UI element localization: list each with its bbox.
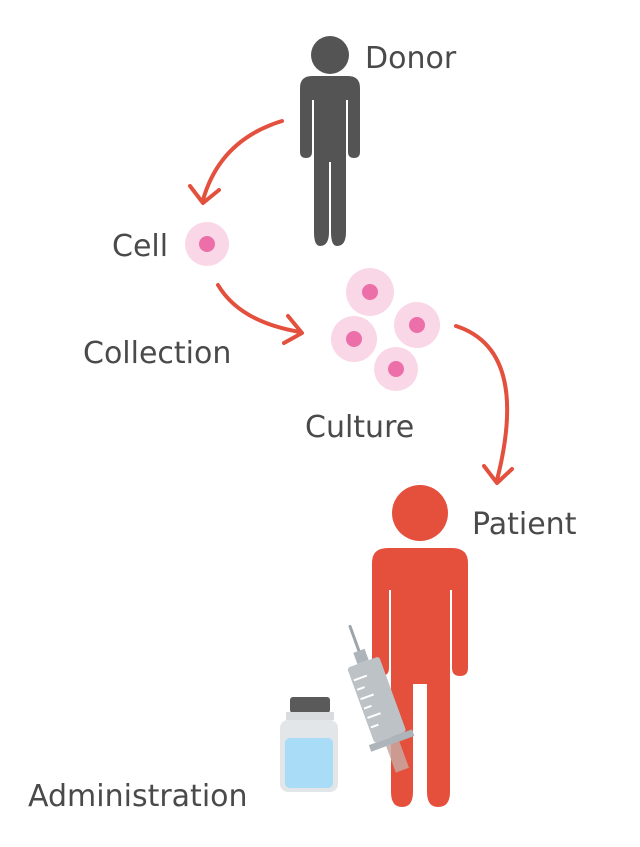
syringe-icon <box>347 624 415 773</box>
vial-icon <box>280 697 338 792</box>
donor-figure <box>300 36 360 246</box>
patient-figure <box>372 485 468 807</box>
culture-cells <box>331 268 440 391</box>
cell-icon <box>331 316 377 362</box>
donor-label: Donor <box>365 41 457 76</box>
arrow-icon <box>188 119 284 205</box>
cell-icon <box>346 268 394 316</box>
cell-label: Cell <box>112 229 168 264</box>
patient-label: Patient <box>472 507 577 542</box>
cell-icon <box>374 347 418 391</box>
cell-icon <box>185 222 229 266</box>
collection-label: Collection <box>83 336 231 371</box>
culture-label: Culture <box>305 410 414 445</box>
administration-label: Administration <box>28 779 248 814</box>
arrow-icon <box>216 283 304 345</box>
cell-icon <box>394 302 440 348</box>
arrow-icon <box>454 324 514 485</box>
